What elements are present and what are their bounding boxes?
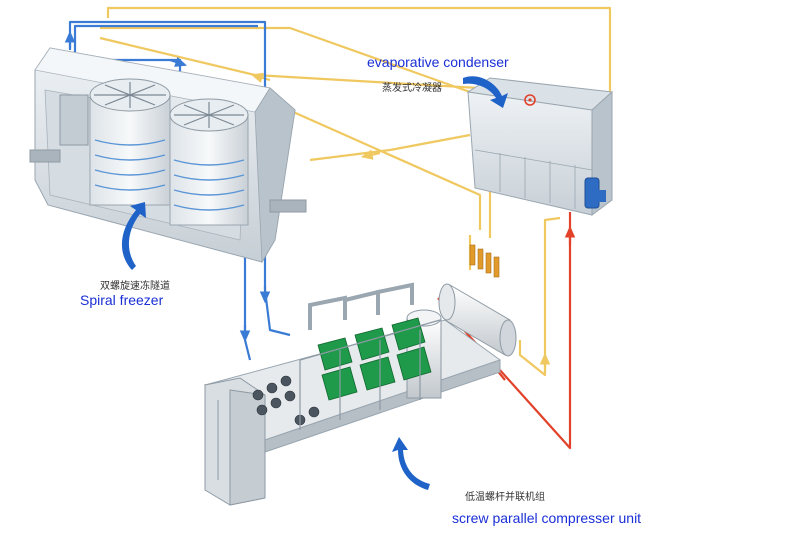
liquid-receiver: [438, 244, 517, 357]
frame-rails: [299, 319, 441, 430]
condenser-label-cn: 蒸发式冷凝器: [382, 83, 442, 94]
flow-direction-arrow: [169, 56, 188, 67]
control-cabinet: [204, 377, 266, 506]
curved-pointer-arrow: [121, 202, 146, 270]
freezer-label-cn: 双螺旋速冻隧道: [100, 281, 170, 292]
curved-pointer-arrow: [392, 437, 430, 490]
flow-direction-arrow: [360, 149, 381, 160]
spiral-freezer-tunnel: [29, 47, 307, 264]
pointer-arrows: [121, 76, 508, 490]
condenser-label-en: evaporative condenser: [367, 54, 509, 70]
compressor-label-en: screw parallel compresser unit: [452, 510, 642, 526]
evaporative-condenser-unit: [466, 77, 614, 216]
valve-cluster: [252, 375, 320, 426]
suction-flow-arrows: [64, 30, 271, 343]
hot-gas-flow-arrows: [250, 72, 551, 372]
compressor-motors: [317, 317, 432, 401]
screw-compressor-skid: [203, 244, 517, 506]
spiral-drum-right: [169, 98, 249, 226]
flow-direction-arrow: [250, 72, 271, 83]
suction-stand-pipes: [308, 282, 414, 330]
freezer-label-en: Spiral freezer: [80, 292, 164, 308]
spiral-drum-left: [89, 78, 171, 206]
compressor-label-cn: 低温螺杆并联机组: [465, 492, 545, 503]
curved-pointer-arrow: [463, 76, 508, 108]
